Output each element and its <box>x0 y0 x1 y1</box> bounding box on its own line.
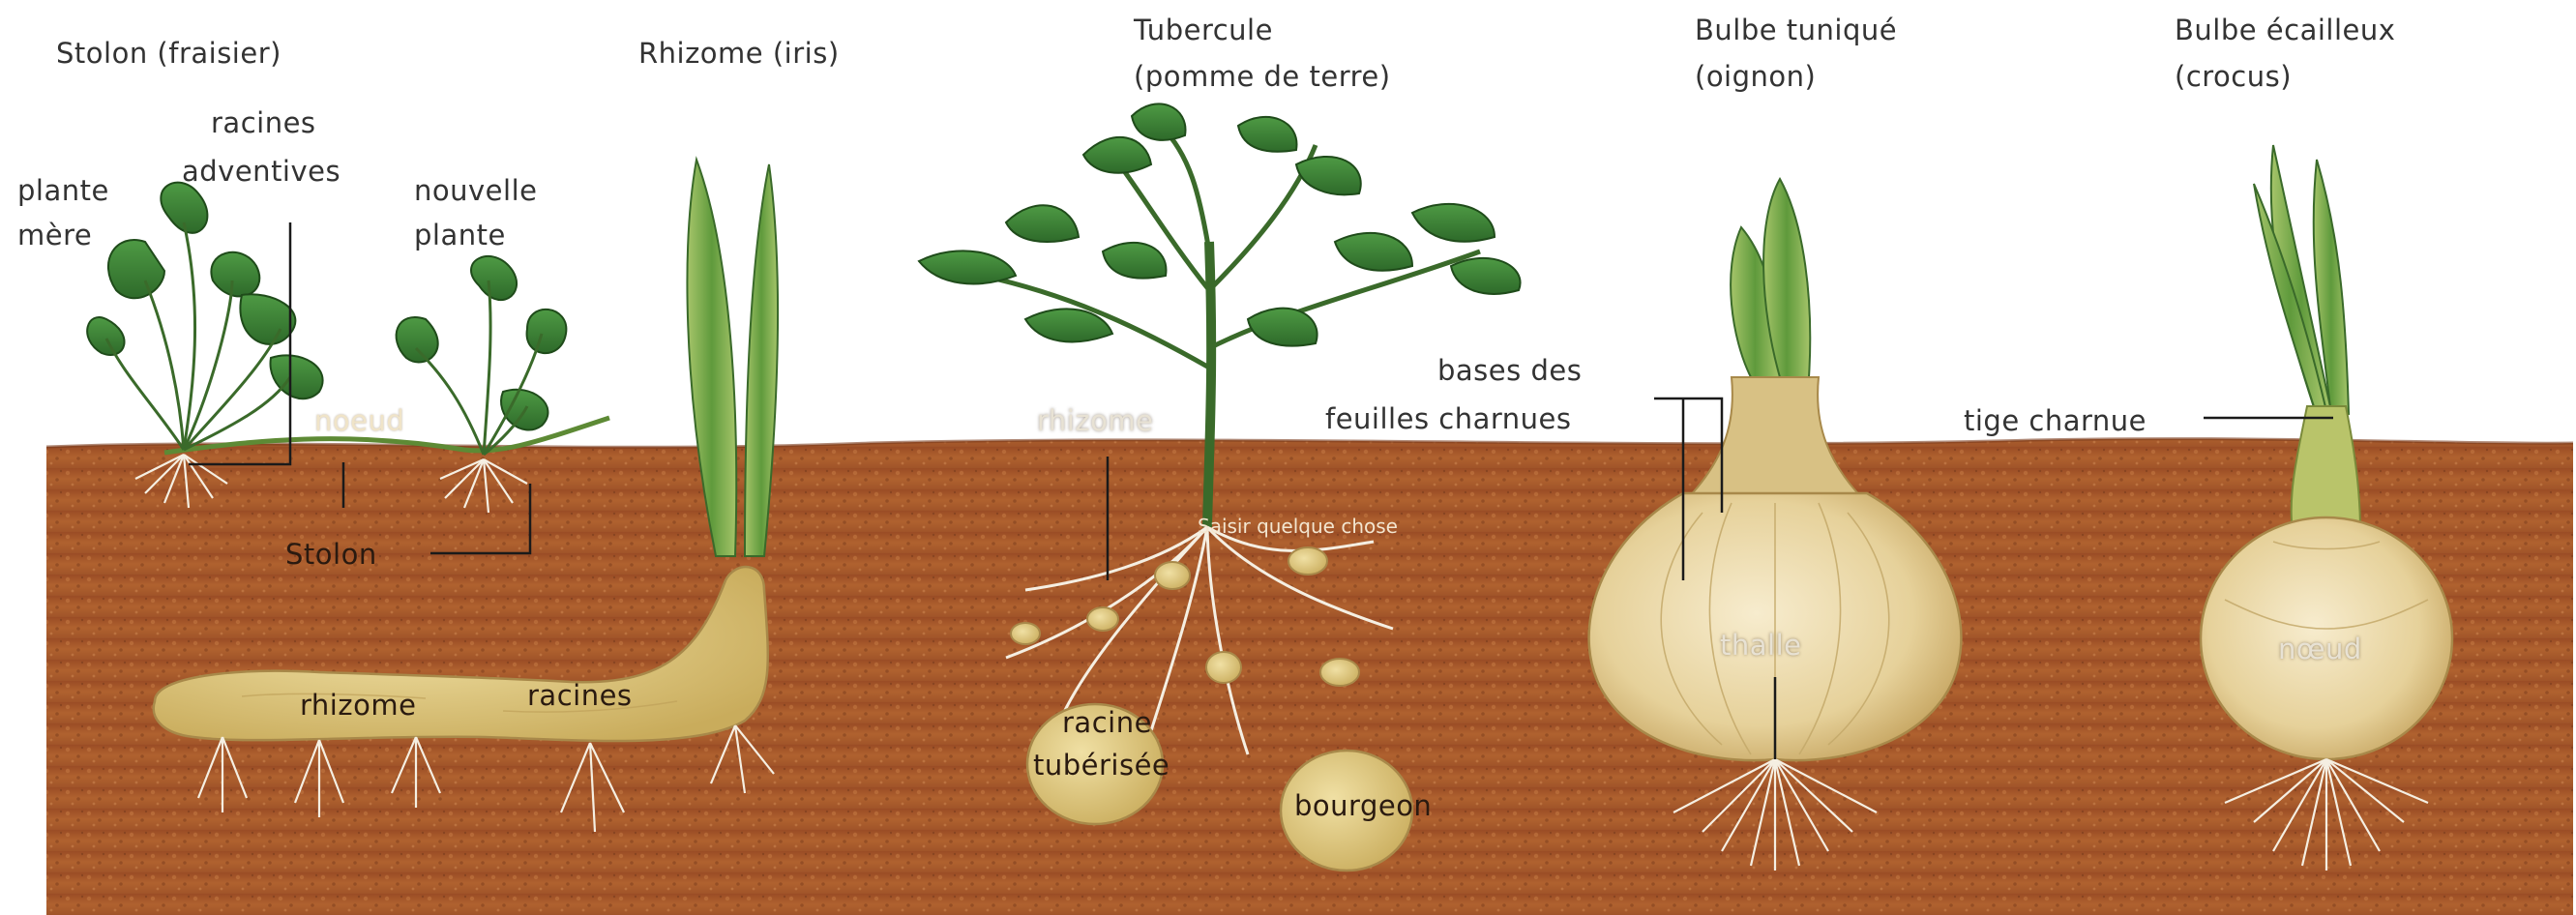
label-bases-des: bases des <box>1437 354 1582 388</box>
label-adventives: adventives <box>182 155 341 189</box>
label-plante-2: plante <box>414 219 506 252</box>
label-feuilles-charnues: feuilles charnues <box>1325 402 1572 436</box>
label-tige-charnue: tige charnue <box>1964 404 2147 438</box>
label-racines: racines <box>211 106 316 140</box>
label-noeud-stolon: noeud <box>314 404 404 438</box>
label-nouvelle: nouvelle <box>414 174 537 208</box>
label-stolon: Stolon <box>285 538 377 572</box>
label-racines-iris: racines <box>527 679 633 713</box>
label-thalle: thalle <box>1720 629 1801 663</box>
bulbe-tunique-title: Bulbe tuniqué <box>1695 14 1897 47</box>
bulbe-ecailleux-subtitle: (crocus) <box>2175 60 2292 94</box>
bulbe-ecailleux-title: Bulbe écailleux <box>2175 14 2395 47</box>
label-rhizome-tuber: rhizome <box>1037 404 1153 438</box>
label-plante: plante <box>17 174 109 208</box>
label-rhizome-iris: rhizome <box>300 689 416 723</box>
search-input[interactable] <box>1198 515 1430 538</box>
tubercule-title: Tubercule <box>1134 14 1273 47</box>
rhizome-title: Rhizome (iris) <box>638 37 840 71</box>
label-bourgeon: bourgeon <box>1294 789 1432 823</box>
tubercule-subtitle: (pomme de terre) <box>1134 60 1391 94</box>
label-mere: mère <box>17 219 92 252</box>
label-noeud-crocus: nœud <box>2278 633 2362 666</box>
label-racine: racine <box>1062 706 1152 740</box>
bulbe-tunique-subtitle: (oignon) <box>1695 60 1816 94</box>
stolon-title: Stolon (fraisier) <box>56 37 281 71</box>
label-tuberisee: tubérisée <box>1033 749 1170 782</box>
